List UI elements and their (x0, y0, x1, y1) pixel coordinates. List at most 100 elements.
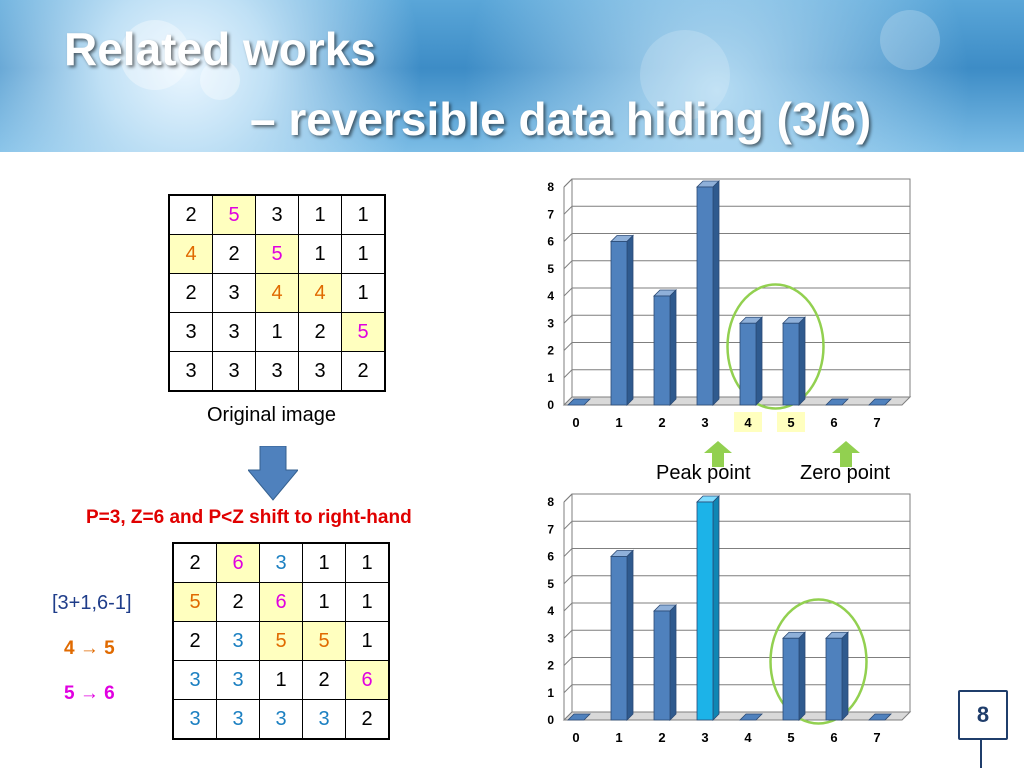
bar-flat (825, 398, 849, 406)
tick-highlight (777, 412, 805, 432)
y-tick-label: 8 (547, 495, 554, 509)
pixel-cell: 3 (212, 312, 256, 352)
bar-front (696, 186, 714, 406)
y-tick-label: 5 (547, 262, 554, 276)
range-formula: [3+1,6-1] (52, 592, 132, 614)
y-tick-label: 2 (547, 659, 554, 673)
x-tick-label: 5 (787, 415, 794, 430)
bar-front (653, 295, 671, 406)
bar-5 (782, 316, 806, 406)
gridline-depth (563, 657, 573, 666)
bar-side (712, 180, 720, 406)
pixel-cell: 1 (298, 234, 342, 274)
gridline-depth (563, 314, 573, 324)
pixel-cell: 2 (341, 351, 386, 392)
pixel-cell: 3 (168, 351, 213, 392)
pixel-cell: 3 (168, 312, 213, 352)
gridline-depth (563, 233, 573, 242)
y-tick-label: 0 (547, 713, 554, 727)
pixel-cell: 3 (298, 351, 342, 392)
pixel-cell: 5 (212, 194, 256, 235)
x-tick-label: 7 (873, 730, 880, 745)
gridline-depth (563, 369, 573, 379)
highlight-circle (769, 598, 868, 725)
pixel-cell: 5 (259, 621, 303, 661)
pixel-cell: 1 (302, 582, 346, 622)
bokeh-decoration (200, 60, 240, 100)
bar-flat (567, 713, 591, 721)
shift-rule-text: P=3, Z=6 and P<Z shift to right-hand (86, 507, 412, 528)
bar-2 (653, 289, 677, 406)
axis-edge (563, 493, 573, 503)
bar-6 (825, 398, 849, 406)
pixel-cell: 1 (259, 660, 303, 700)
bar-front (739, 322, 757, 406)
y-tick-label: 7 (547, 522, 554, 536)
gridline-depth (563, 287, 573, 297)
bar-side (798, 316, 806, 406)
bokeh-decoration (640, 30, 730, 120)
pixel-cell: 3 (255, 351, 299, 392)
pixel-cell: 2 (168, 194, 213, 235)
pixel-cell: 3 (212, 273, 256, 313)
bar-1 (610, 549, 634, 721)
bar-7 (868, 713, 892, 721)
page-number-line (980, 738, 982, 768)
x-tick-label: 1 (615, 415, 622, 430)
pixel-cell: 6 (345, 660, 390, 700)
y-tick-label: 1 (547, 371, 554, 385)
page-number: 8 (958, 690, 1008, 740)
bar-1 (610, 234, 634, 406)
bar-side (798, 631, 806, 721)
pixel-cell: 1 (345, 582, 390, 622)
bar-2 (653, 604, 677, 721)
pixel-cell: 2 (298, 312, 342, 352)
pixel-cell: 2 (168, 273, 213, 313)
pixel-cell: 3 (259, 699, 303, 740)
bar-0 (567, 713, 591, 721)
bar-side (712, 495, 720, 721)
x-tick-label: 2 (658, 730, 665, 745)
pixel-cell: 2 (345, 699, 390, 740)
pixel-cell: 6 (259, 582, 303, 622)
bar-front (610, 556, 628, 721)
shift-step-4-to-5: 4 → 5 (64, 638, 115, 659)
bar-flat (739, 713, 763, 721)
gridline-depth (563, 575, 573, 585)
x-tick-label: 0 (572, 730, 579, 745)
pixel-cell: 1 (345, 621, 390, 661)
bar-side (841, 631, 849, 721)
pixel-cell: 5 (341, 312, 386, 352)
y-tick-label: 1 (547, 686, 554, 700)
y-tick-label: 4 (547, 604, 554, 618)
bar-front (782, 322, 800, 406)
pixel-cell: 3 (216, 660, 260, 700)
y-tick-label: 6 (547, 550, 554, 564)
y-tick-label: 6 (547, 235, 554, 249)
pixel-cell: 4 (255, 273, 299, 313)
x-tick-label: 4 (744, 415, 752, 430)
zero-marker-arrow-icon (832, 441, 860, 467)
bar-7 (868, 398, 892, 406)
y-tick-label: 3 (547, 316, 554, 330)
pixel-cell: 2 (172, 621, 217, 661)
pixel-cell: 5 (302, 621, 346, 661)
y-tick-label: 5 (547, 577, 554, 591)
gridline-depth (563, 205, 573, 215)
pixel-cell: 4 (168, 234, 213, 274)
x-tick-label: 4 (744, 730, 752, 745)
bar-5 (782, 631, 806, 721)
x-tick-label: 3 (701, 415, 708, 430)
bar-front (696, 501, 714, 721)
x-tick-label: 7 (873, 415, 880, 430)
pixel-cell: 1 (255, 312, 299, 352)
bar-flat (868, 398, 892, 406)
pixel-cell: 3 (212, 351, 256, 392)
bar-front (825, 637, 843, 721)
bar-flat (868, 713, 892, 721)
